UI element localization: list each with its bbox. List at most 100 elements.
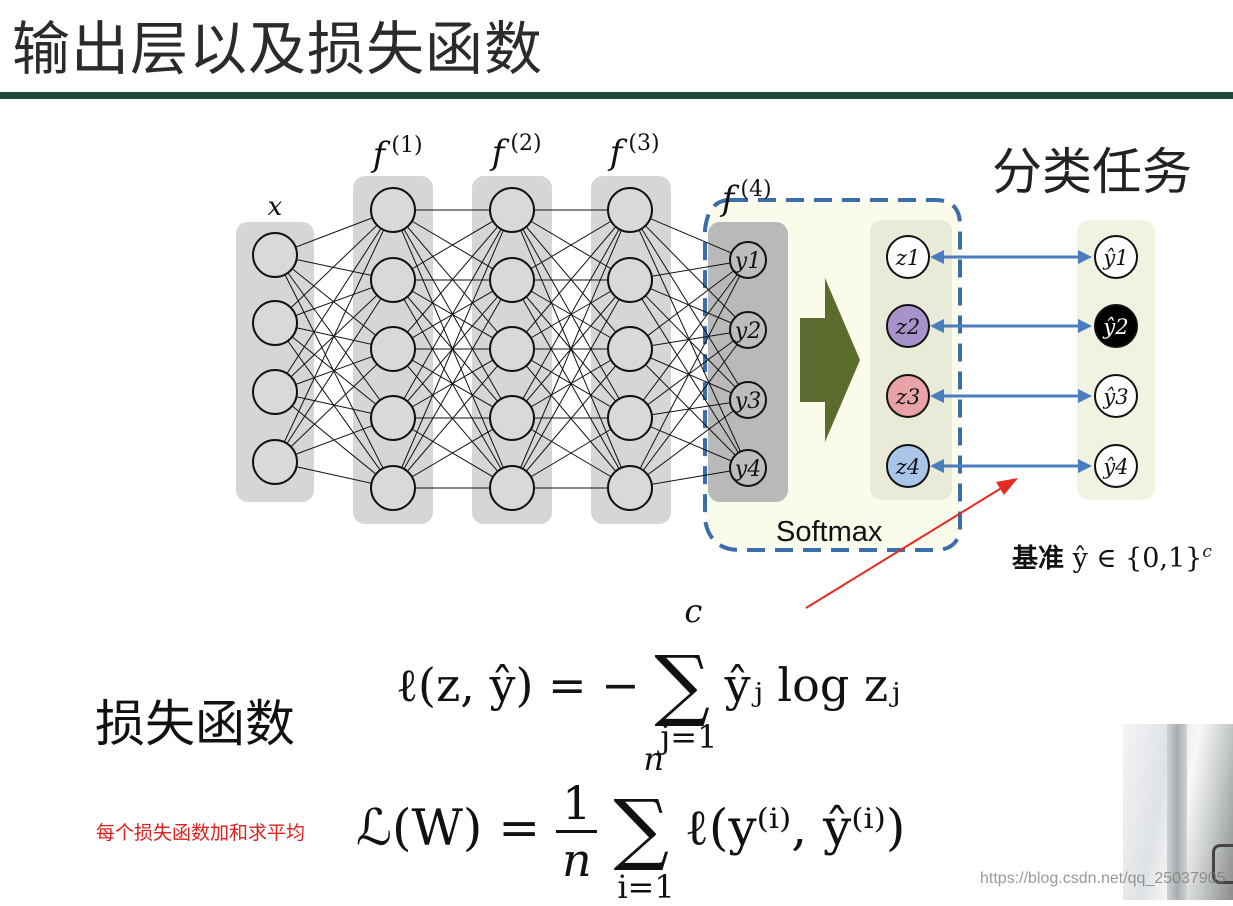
title-divider <box>0 92 1233 99</box>
neuron-l3-1 <box>607 257 653 303</box>
neuron-l3-0 <box>607 187 653 233</box>
edge-line <box>511 209 631 350</box>
neuron-l4-1 <box>729 311 767 349</box>
layer-label-sup-4: (4) <box>740 177 771 202</box>
neuron-l3-3 <box>607 395 653 441</box>
neuron-l1-0 <box>370 187 416 233</box>
softmax-node-1 <box>886 235 930 279</box>
output-node-label: y1 <box>734 249 761 274</box>
edge-line <box>511 209 631 489</box>
link-arrowhead-left <box>930 250 944 264</box>
neuron-l1-4 <box>370 465 416 511</box>
single-loss-lhs: ℓ(z, ŷ) = − <box>396 658 640 712</box>
annotation-arrow-line <box>805 483 1009 609</box>
neuron-l4-0 <box>729 241 767 279</box>
neuron-l2-3 <box>489 395 535 441</box>
link-arrowhead-right <box>1078 319 1092 333</box>
neuron-l4-2 <box>729 381 767 419</box>
edge-line <box>629 259 749 350</box>
edge-line <box>511 348 631 489</box>
output-node-label: y3 <box>734 389 761 414</box>
fraction-numerator: 1 <box>556 780 598 833</box>
softmax-arrow <box>800 278 860 442</box>
edge-line <box>392 348 513 489</box>
edge-line <box>392 209 513 419</box>
neuron-l0-2 <box>252 369 298 415</box>
target-node-4 <box>1094 444 1138 488</box>
target-node-label: ŷ2 <box>1102 315 1128 339</box>
edge-line <box>392 417 513 489</box>
photo-glasses <box>1212 844 1233 884</box>
neuron-l0-0 <box>252 232 298 278</box>
edge-line <box>274 209 394 393</box>
neuron-l3-2 <box>607 326 653 372</box>
photo-shade <box>1167 724 1187 900</box>
target-node-1 <box>1094 235 1138 279</box>
neuron-l0-3 <box>252 439 298 485</box>
watermark: https://blog.csdn.net/qq_25037905 <box>980 870 1226 887</box>
softmax-node-label: z1 <box>895 246 920 270</box>
softmax-panel <box>870 220 952 500</box>
edge-line <box>392 209 513 281</box>
softmax-node-4 <box>886 444 930 488</box>
slide-title: 输出层以及损失函数 <box>12 15 544 83</box>
edge-line <box>392 279 513 489</box>
link-arrowhead-right <box>1078 389 1092 403</box>
neuron-l1-2 <box>370 326 416 372</box>
neuron-l1-1 <box>370 257 416 303</box>
edge-line <box>274 279 394 463</box>
average-note: 每个损失函数加和求平均 <box>96 822 306 844</box>
sum-lower-limit: j=1 <box>660 718 718 756</box>
single-loss-rhs: ŷⱼ log zⱼ <box>724 658 901 712</box>
neuron-l2-1 <box>489 257 535 303</box>
loss-function-title: 损失函数 <box>95 695 295 753</box>
edge-line <box>392 209 513 350</box>
link-arrowhead-left <box>930 389 944 403</box>
softmax-node-label: z4 <box>895 455 920 479</box>
edge-line <box>274 348 394 463</box>
target-node-label: ŷ3 <box>1102 385 1128 409</box>
neuron-l2-2 <box>489 326 535 372</box>
target-panel <box>1077 220 1155 500</box>
fraction: 1 n <box>556 780 598 883</box>
layer-label-sup-2: (2) <box>510 131 541 156</box>
link-arrowhead-right <box>1078 459 1092 473</box>
softmax-node-label: z3 <box>895 385 920 409</box>
edge-line <box>629 259 749 489</box>
neuron-l0-1 <box>252 300 298 346</box>
target-node-label: ŷ1 <box>1102 246 1128 270</box>
layer-label-sup-1: (1) <box>391 133 422 158</box>
neuron-l3-4 <box>607 465 653 511</box>
neuron-l1-3 <box>370 395 416 441</box>
neuron-l2-0 <box>489 187 535 233</box>
input-layer-label: x <box>268 192 283 222</box>
edge-line <box>274 209 394 324</box>
sum-symbol: ∑ <box>654 640 711 730</box>
layer-label-sup-3: (3) <box>628 131 659 156</box>
softmax-node-label: z2 <box>895 315 920 339</box>
baseline-sup: c <box>1202 542 1212 562</box>
presenter-video-thumbnail <box>1123 724 1233 900</box>
softmax-node-2 <box>886 304 930 348</box>
baseline-math: ŷ ∈ {0,1} <box>1072 543 1203 574</box>
sum-lower-limit: i=1 <box>617 867 675 906</box>
target-node-label: ŷ4 <box>1102 455 1128 479</box>
layer-label-1: f <box>370 135 391 175</box>
softmax-label: Softmax <box>776 516 883 548</box>
edge-line <box>392 209 513 489</box>
output-node-label: y2 <box>734 319 761 344</box>
sum-upper-limit: n <box>643 739 664 778</box>
edge-line <box>629 259 749 419</box>
softmax-node-3 <box>886 374 930 418</box>
output-node-label: y4 <box>734 457 761 482</box>
sum-symbol: ∑ <box>613 783 669 874</box>
annotation-arrow-head <box>996 478 1018 495</box>
layer-label-2: f <box>489 133 510 173</box>
edge-line <box>511 209 631 419</box>
edge-line <box>274 209 394 463</box>
baseline-label: 基准 <box>1012 544 1065 574</box>
baseline-note: 基准 ŷ ∈ {0,1}c <box>1012 538 1212 575</box>
layer-panel-4 <box>708 222 788 502</box>
sum-upper-limit: c <box>684 592 703 630</box>
